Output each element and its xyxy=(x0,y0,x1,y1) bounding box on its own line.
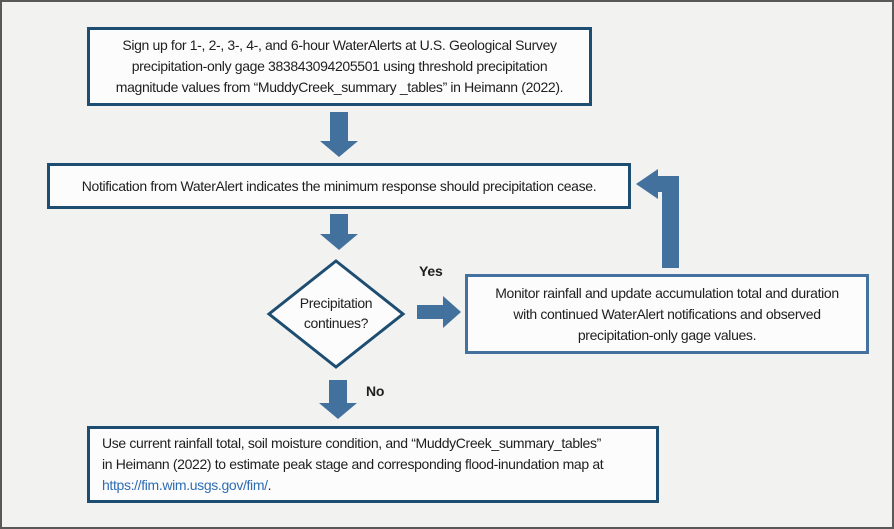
arrow-down-signup-to-notification-icon xyxy=(320,112,358,157)
signup-step-line: Sign up for 1-, 2-, 3-, 4-, and 6-hour W… xyxy=(122,37,557,53)
arrow-down-no-branch-icon xyxy=(319,380,357,419)
arrow-down-notification-to-decision-icon xyxy=(320,214,358,250)
estimate-step-line: Use current rainfall total, soil moistur… xyxy=(102,435,601,451)
arrow-loop-monitor-to-notification-icon xyxy=(636,169,679,268)
arrow-right-yes-branch-icon xyxy=(417,296,461,328)
monitor-step-line: with continued WaterAlert notifications … xyxy=(513,305,821,322)
signup-step-line: magnitude values from “MuddyCreek_summar… xyxy=(115,79,564,95)
yes-branch-label: Yes xyxy=(419,263,443,279)
notification-step-box: Notification from WaterAlert indicates t… xyxy=(47,163,631,209)
monitor-step-line: Monitor rainfall and update accumulation… xyxy=(495,284,839,301)
estimate-step-line: https://fim.wim.usgs.gov/fim/. xyxy=(102,475,272,496)
signup-step-box: Sign up for 1-, 2-, 3-, 4-, and 6-hour W… xyxy=(87,27,592,106)
fim-map-link[interactable]: https://fim.wim.usgs.gov/fim/ xyxy=(102,477,268,493)
decision-diamond-label: Precipitation continues? xyxy=(274,293,398,333)
monitor-step-box: Monitor rainfall and update accumulation… xyxy=(465,274,869,354)
link-suffix: . xyxy=(267,477,272,493)
decision-line: Precipitation xyxy=(299,295,373,311)
decision-line: continues? xyxy=(303,315,369,331)
estimate-step-box: Use current rainfall total, soil moistur… xyxy=(87,426,659,503)
no-branch-label: No xyxy=(366,383,385,399)
notification-step-text: Notification from WaterAlert indicates t… xyxy=(81,177,597,194)
signup-step-line: precipitation-only gage 383843094205501 … xyxy=(131,58,548,74)
monitor-step-line: precipitation-only gage values. xyxy=(577,326,757,343)
estimate-step-line: in Heimann (2022) to estimate peak stage… xyxy=(102,456,604,472)
